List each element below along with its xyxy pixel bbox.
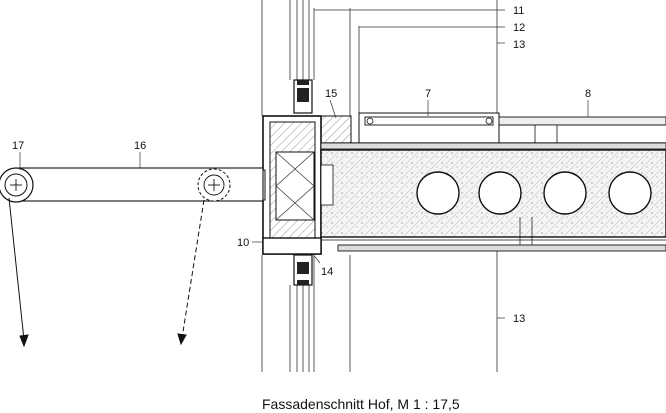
swing-arrows: [8, 197, 205, 348]
label-14: 14: [321, 266, 333, 278]
label-16: 16: [134, 140, 146, 152]
label-13-bottom: 13: [513, 313, 525, 325]
label-11: 11: [513, 5, 524, 17]
window-frame-lower: [293, 254, 313, 286]
label-10: 10: [237, 237, 249, 249]
label-7: 7: [425, 88, 431, 100]
label-17: 17: [12, 140, 24, 152]
sunshade-arm: [0, 167, 264, 203]
label-8: 8: [585, 88, 591, 100]
window-frame-upper: [293, 79, 313, 114]
label-13-top: 13: [513, 39, 525, 51]
leader-lines-top: [314, 9, 505, 319]
label-12: 12: [513, 22, 525, 34]
label-leaders: [19, 99, 589, 264]
floor-layers: [320, 112, 666, 150]
hollow-core-slab: [320, 149, 666, 238]
facade-verticals: [261, 0, 498, 372]
drawing-caption: Fassadenschnitt Hof, M 1 : 17,5: [262, 396, 460, 412]
ceiling-lines: [321, 217, 666, 252]
edge-box: [258, 115, 322, 255]
label-15: 15: [325, 88, 337, 100]
